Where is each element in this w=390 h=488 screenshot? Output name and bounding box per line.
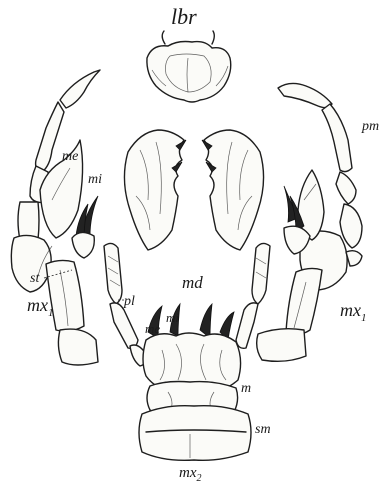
mala-interna-left-label: mi	[88, 172, 102, 187]
mala-interna-labium-label: mi	[166, 310, 179, 325]
maxilla-right-main: mx	[340, 300, 361, 320]
labial-palp-label: pl	[123, 294, 135, 309]
labium-subscript: 2	[197, 473, 202, 484]
labrum-label: lbr	[171, 4, 197, 29]
maxilla-right-subscript: 1	[361, 312, 367, 324]
mentum-label: m	[241, 381, 251, 396]
maxilla-left-subscript: 1	[48, 307, 54, 319]
mala-externa-left-label: me	[62, 149, 78, 164]
mandibles-label: md	[182, 273, 203, 292]
palp-maxilla-label: pm	[361, 119, 379, 134]
maxilla-left-label: mx1	[27, 295, 54, 319]
labium-main: mx	[179, 465, 197, 481]
stipes-label: st	[30, 271, 40, 286]
mala-externa-labium-label: me	[145, 321, 160, 336]
maxilla-left-main: mx	[27, 295, 48, 315]
labium-label: mx2	[179, 465, 202, 484]
maxilla-right-label: mx1	[340, 300, 367, 324]
submentum-label: sm	[255, 422, 271, 437]
mandibles-drawing	[124, 130, 263, 250]
left-maxilla-drawing	[11, 70, 100, 365]
labrum-drawing	[147, 31, 231, 102]
